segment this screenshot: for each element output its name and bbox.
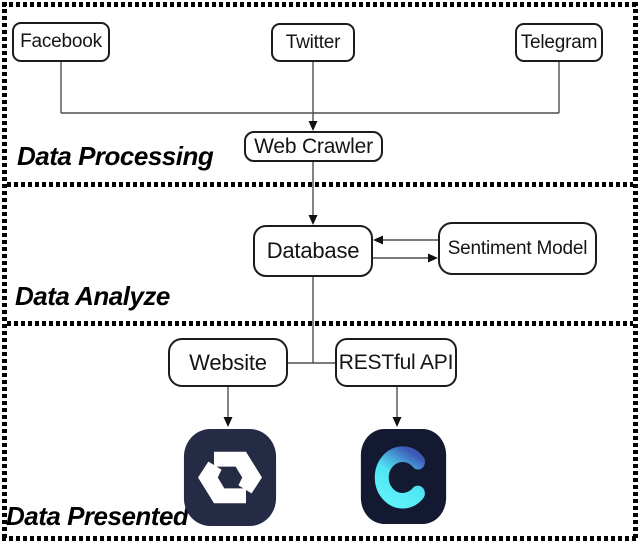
arrowhead-into-website-icon	[223, 417, 233, 427]
frame-border-bottom	[2, 536, 638, 541]
node-sentiment-model: Sentiment Model	[438, 222, 597, 275]
arrowhead-into-web-crawler	[308, 121, 318, 131]
arrowhead-into-sentiment	[428, 253, 438, 263]
frame-border-top	[2, 2, 638, 7]
node-sentiment-model-label: Sentiment Model	[447, 237, 588, 259]
node-telegram-label: Telegram	[520, 31, 598, 53]
section-label-data-processing: Data Processing	[17, 141, 214, 171]
node-website-label: Website	[189, 349, 267, 375]
arrowhead-into-api-icon	[392, 417, 402, 427]
section-label-data-analyze: Data Analyze	[15, 281, 170, 311]
node-database-label: Database	[266, 238, 360, 263]
hexagon-logo-app-icon	[183, 428, 277, 527]
node-twitter: Twitter	[271, 23, 355, 62]
node-web-crawler: Web Crawler	[244, 131, 383, 162]
app-icon-background	[183, 428, 277, 527]
node-twitter-label: Twitter	[285, 31, 341, 53]
node-database: Database	[253, 225, 373, 277]
hexagon-glyph-top	[214, 451, 262, 494]
separator-processing-analyze	[7, 182, 633, 187]
node-facebook-label: Facebook	[20, 31, 102, 52]
node-restful-api-label: RESTful API	[338, 350, 454, 374]
node-website: Website	[168, 338, 288, 387]
separator-analyze-presented	[7, 321, 633, 326]
frame-border-right	[633, 2, 638, 541]
frame-border-left	[2, 2, 7, 541]
c-letter-app-icon	[360, 428, 447, 525]
section-label-data-presented: Data Presented	[6, 501, 189, 531]
node-telegram: Telegram	[515, 23, 603, 62]
node-facebook: Facebook	[12, 22, 110, 62]
arrowhead-into-database-top	[308, 215, 318, 225]
app-icon-background	[360, 428, 447, 525]
node-web-crawler-label: Web Crawler	[254, 134, 373, 158]
node-restful-api: RESTful API	[335, 338, 457, 387]
hexagon-glyph-bottom	[198, 461, 246, 504]
arrowhead-into-database-right	[373, 235, 383, 245]
c-letter-glyph	[374, 446, 431, 509]
